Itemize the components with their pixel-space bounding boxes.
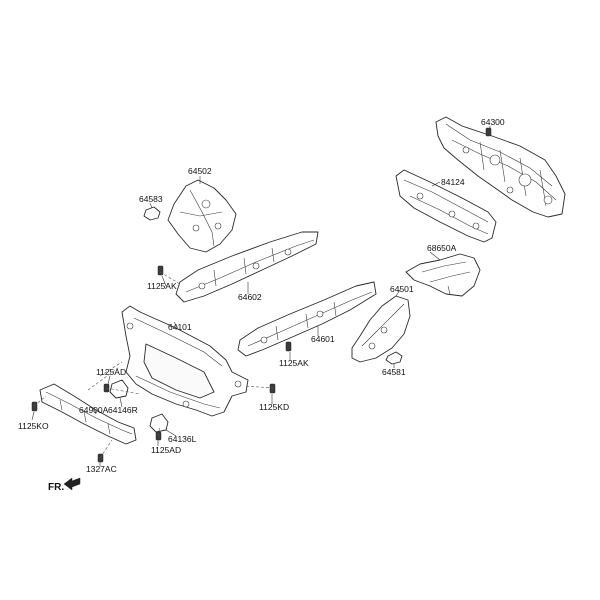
callout-64581: 64581 (382, 367, 406, 377)
callout-64501: 64501 (390, 284, 414, 294)
front-direction-indicator: FR. (48, 477, 81, 493)
cowl-reinforcement-part (395, 169, 497, 243)
small-bracket-64583-part (143, 206, 161, 221)
side-member-64602-part (175, 231, 319, 303)
radiator-support-part (121, 305, 249, 417)
insulator-part (405, 253, 481, 297)
callout-68650A: 68650A (427, 243, 457, 253)
bracket-64136L-part (149, 413, 169, 433)
fender-apron-part (167, 179, 237, 253)
callout-1125AK-b: 1125AK (279, 358, 309, 368)
callout-1327AC: 1327AC (86, 464, 117, 474)
assembly-lines (33, 271, 275, 459)
side-member-64601-part (237, 281, 377, 357)
front-label: FR. (48, 482, 64, 493)
callout-1125KD: 1125KD (259, 402, 289, 412)
callout-64601: 64601 (311, 334, 335, 344)
callout-64900A: 64900A (79, 405, 109, 415)
small-bracket-64581-part (385, 351, 403, 365)
callout-64146R: 64146R (108, 405, 138, 415)
fender-apron-64501-part (351, 295, 411, 363)
callout-1125AK-a: 1125AK (147, 281, 177, 291)
bracket-64146R-part (109, 379, 129, 399)
callout-64101: 64101 (168, 322, 192, 332)
callout-64502: 64502 (188, 166, 212, 176)
callout-1125AD-a: 1125AD (96, 367, 126, 377)
callout-84124: 84124 (441, 177, 465, 187)
callout-64136L: 64136L (168, 434, 197, 444)
leader-lines (31, 126, 491, 466)
callout-1125KO: 1125KO (18, 421, 49, 431)
bolt-icon (31, 127, 492, 463)
callout-64300: 64300 (481, 117, 505, 127)
callout-64583: 64583 (139, 194, 163, 204)
callout-64602: 64602 (238, 292, 262, 302)
callout-1125AD-b: 1125AD (151, 445, 181, 455)
bumper-beam-part (39, 383, 137, 445)
front-arrow-icon (63, 477, 81, 491)
